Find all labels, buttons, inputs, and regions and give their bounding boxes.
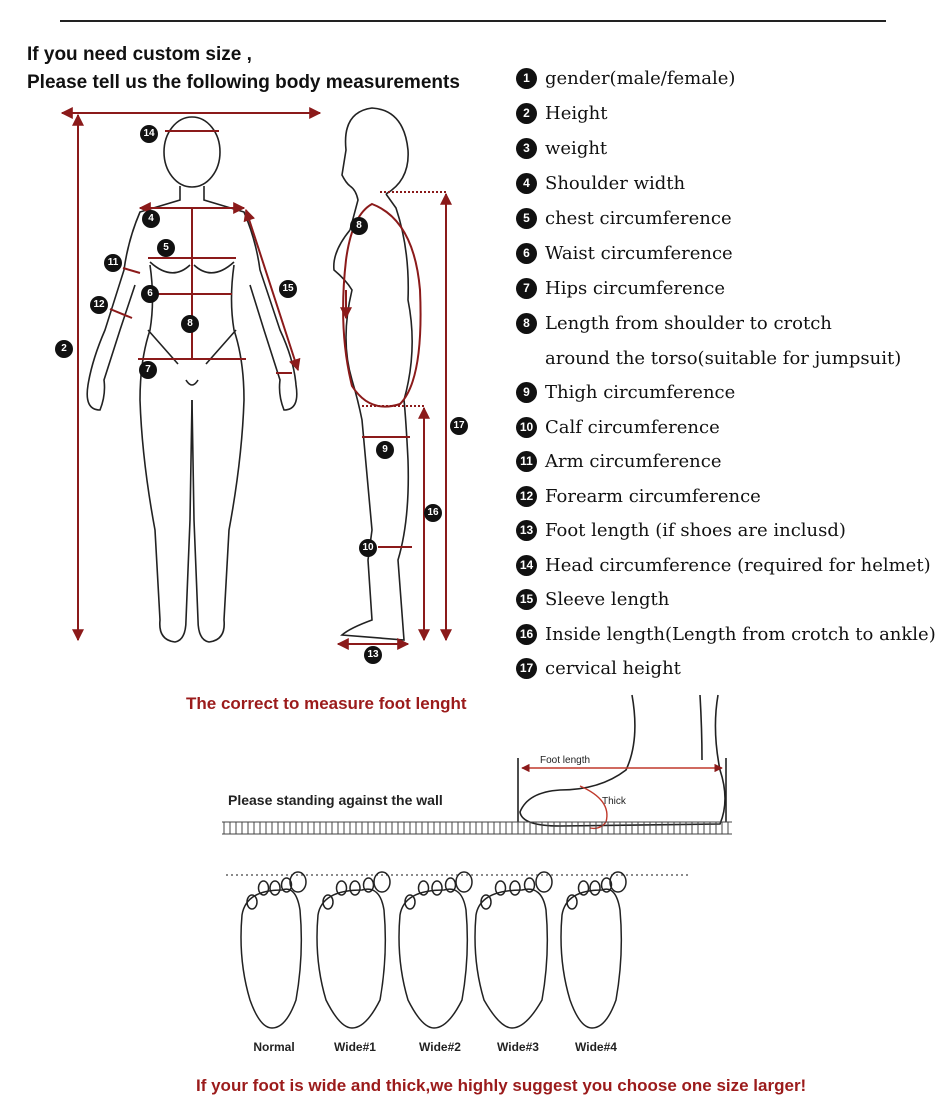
figure-marker: 8: [350, 217, 368, 235]
figure-marker: 2: [55, 340, 73, 358]
foot-type-label: Normal: [253, 1040, 295, 1054]
measurement-item: 11 Arm circumference: [516, 451, 721, 472]
foot-section-title: The correct to measure foot lenght: [186, 694, 467, 713]
header-line-1: If you need custom size ,: [27, 44, 252, 65]
measurement-item: 4 Shoulder width: [516, 173, 685, 194]
measurement-item: 15 Sleeve length: [516, 589, 669, 610]
measurement-item: 13 Foot length (if shoes are inclusd): [516, 520, 846, 541]
figure-marker: 15: [279, 280, 297, 298]
measurement-item: 9 Thigh circumference: [516, 382, 735, 403]
measurement-label: Head circumference (required for helmet): [545, 555, 931, 576]
front-figure: [86, 116, 298, 643]
foot-type-label: Wide#1: [334, 1040, 376, 1054]
measurement-item: 8 Length from shoulder to crotch: [516, 313, 832, 334]
measurement-item: 14 Head circumference (required for helme…: [516, 555, 931, 576]
measurement-number-badge: 5: [516, 208, 537, 229]
measurement-label: Forearm circumference: [545, 486, 761, 507]
measurement-number-badge: 17: [516, 658, 537, 679]
measurement-number-badge: 2: [516, 103, 537, 124]
measurement-number-badge: 15: [516, 589, 537, 610]
measurement-label: gender(male/female): [545, 68, 736, 89]
measurement-item: 12 Forearm circumference: [516, 486, 761, 507]
figure-marker: 12: [90, 296, 108, 314]
wall-note: Please standing against the wall: [228, 792, 443, 808]
measurement-item: 16 Inside length(Length from crotch to an…: [516, 624, 936, 645]
measurement-item: 10 Calf circumference: [516, 417, 720, 438]
figure-marker: 10: [359, 539, 377, 557]
figure-marker: 5: [157, 239, 175, 257]
figure-marker: 9: [376, 441, 394, 459]
measurement-number-badge: 14: [516, 555, 537, 576]
measurement-label: chest circumference: [545, 208, 732, 229]
measurement-number-badge: 4: [516, 173, 537, 194]
measurement-number-badge: 11: [516, 451, 537, 472]
measurement-number-badge: 12: [516, 486, 537, 507]
measurement-label: Inside length(Length from crotch to ankl…: [545, 624, 936, 645]
figure-marker: 4: [142, 210, 160, 228]
measurement-number-badge: 13: [516, 520, 537, 541]
measurement-label: Thigh circumference: [545, 382, 736, 403]
foot-type-label: Wide#2: [419, 1040, 461, 1054]
measurement-label: Length from shoulder to crotch: [545, 313, 832, 334]
measurement-number-badge: 3: [516, 138, 537, 159]
measurement-8-continuation: around the torso(suitable for jumpsuit): [545, 348, 902, 369]
measurement-label: Hips circumference: [545, 278, 726, 299]
front-measure-lines: [60, 107, 322, 642]
measurement-number-badge: 6: [516, 243, 537, 264]
figure-marker: 17: [450, 417, 468, 435]
measurement-item: 2 Height: [516, 103, 607, 124]
header-line-2: Please tell us the following body measur…: [27, 72, 460, 93]
side-figure: [333, 107, 413, 641]
figure-marker: 6: [141, 285, 159, 303]
measurement-item: 5 chest circumference: [516, 208, 732, 229]
top-divider: [60, 20, 886, 22]
measurement-label: Calf circumference: [545, 417, 720, 438]
foot-type-label: Wide#4: [575, 1040, 617, 1054]
figure-marker: 11: [104, 254, 122, 272]
figure-marker: 16: [424, 504, 442, 522]
measurement-number-badge: 9: [516, 382, 537, 403]
measurement-label: cervical height: [545, 658, 681, 679]
size-advice: If your foot is wide and thick,we highly…: [196, 1076, 807, 1095]
figure-marker: 13: [364, 646, 382, 664]
measurement-number-badge: 16: [516, 624, 537, 645]
measurement-item: 17 cervical height: [516, 658, 681, 679]
measurement-label: Shoulder width: [545, 173, 686, 194]
measurement-label: Arm circumference: [545, 451, 722, 472]
side-measure-lines: [336, 191, 452, 650]
measurement-item: 7 Hips circumference: [516, 278, 725, 299]
measurement-number-badge: 7: [516, 278, 537, 299]
foot-type-label: Wide#3: [497, 1040, 539, 1054]
measurement-label: Waist circumference: [545, 243, 733, 264]
measurement-label: Foot length (if shoes are inclusd): [545, 520, 846, 541]
figure-marker: 8: [181, 315, 199, 333]
measurement-number-badge: 10: [516, 417, 537, 438]
figure-marker: 14: [140, 125, 158, 143]
measurement-number-badge: 8: [516, 313, 537, 334]
measurement-item: 3 weight: [516, 138, 607, 159]
measurement-label: weight: [545, 138, 608, 159]
figure-marker: 7: [139, 361, 157, 379]
measurement-label: Height: [545, 103, 608, 124]
measurement-item: 1 gender(male/female): [516, 68, 735, 89]
measurement-number-badge: 1: [516, 68, 537, 89]
measurement-label: Sleeve length: [545, 589, 670, 610]
measurement-item: 6 Waist circumference: [516, 243, 733, 264]
